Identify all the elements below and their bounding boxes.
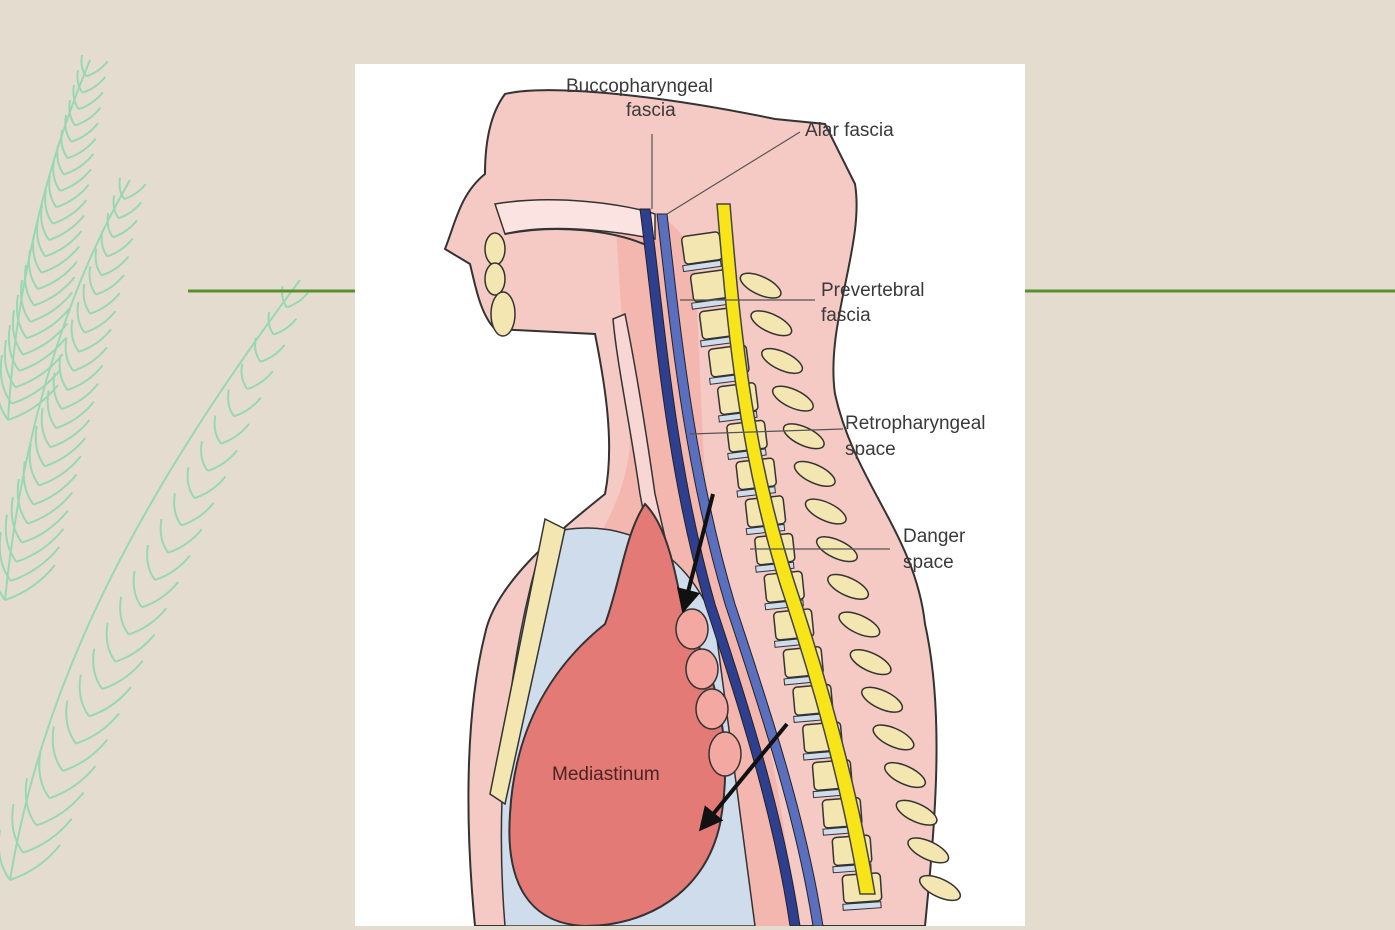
fern-leaf [120, 597, 128, 635]
fern-leaf [107, 239, 132, 257]
fern-leaf [255, 338, 260, 362]
label-prevertebral-line2: fascia [821, 305, 871, 326]
fern-leaf [102, 231, 108, 256]
fern-leaf [161, 519, 169, 553]
fern-leaf [124, 184, 145, 199]
label-retropharyngeal-line1: Retropharyngeal [845, 413, 985, 434]
label-alar-fascia: Alar fascia [805, 120, 894, 141]
fern-leaf [201, 441, 208, 471]
fern-leaf [119, 202, 142, 218]
fern-leaf [5, 565, 55, 600]
fern-leaf [90, 293, 120, 314]
fern-leaf [247, 371, 272, 389]
fern-leaf [228, 390, 234, 417]
label-danger-line1: Danger [903, 526, 966, 547]
fern-leaf [66, 337, 74, 371]
fern-leaf [208, 450, 238, 471]
fern-leaf [18, 479, 28, 524]
fern-leaf [102, 661, 142, 689]
fern-leaf [56, 402, 94, 428]
fern-leaf [84, 284, 91, 314]
fern-leaf [45, 438, 85, 466]
fern-leaf [174, 493, 181, 525]
fern-leaf [78, 302, 85, 333]
neck-spaces-diagram: Buccopharyngeal fascia Alar fascia Preve… [355, 64, 1025, 926]
fern-leaf [60, 355, 68, 390]
fern-leaf [142, 582, 178, 607]
fern-leaf [66, 700, 76, 743]
fern-leaf [195, 477, 226, 499]
fern-leaf [45, 190, 53, 224]
fern-leaf [49, 216, 84, 241]
label-prevertebral-line1: Prevertebral [821, 280, 925, 301]
fern-leaf [37, 220, 45, 256]
label-buccopharyngeal-line2: fascia [626, 100, 676, 121]
fern-leaf [41, 205, 49, 240]
fern-leaf [102, 257, 129, 276]
fern-leaf [80, 675, 89, 717]
fern-leaf [11, 547, 60, 581]
fern-leaf [96, 275, 124, 295]
fern-leaf [76, 713, 119, 743]
label-buccopharyngeal-line1: Buccopharyngeal [566, 76, 713, 97]
fern-leaf [181, 503, 213, 526]
fern-leaf [260, 345, 284, 362]
fern-leaf [96, 249, 102, 276]
fern-leaf [23, 819, 72, 853]
fern-leaf [83, 77, 106, 93]
vertebra-body [681, 231, 723, 264]
fern-leaf [23, 323, 68, 354]
fern-leaf [89, 687, 131, 716]
fern-leaf [242, 364, 248, 389]
fern-leaf [63, 740, 108, 771]
fern-leaf [134, 571, 142, 607]
fern-leaf [75, 108, 100, 126]
fern-leaf [113, 220, 137, 237]
fern-leaf [147, 545, 155, 580]
fern-leaf [50, 420, 89, 447]
fern-leaf [72, 320, 79, 352]
fern-leaf [168, 529, 202, 553]
fern-leaf [188, 467, 195, 498]
fern-leaf [0, 830, 10, 880]
label-danger-line2: space [903, 552, 954, 573]
fern-leaf [215, 415, 221, 443]
fern-decoration [0, 55, 308, 880]
fern-leaf [50, 766, 96, 798]
fern-leaf [93, 649, 102, 689]
fern-leaf [36, 792, 83, 825]
fern-leaf [234, 398, 261, 417]
label-retropharyngeal-line2: space [845, 439, 896, 460]
fern-leaf [53, 726, 63, 771]
anatomy-figure: Buccopharyngeal fascia Alar fascia Preve… [355, 64, 1025, 926]
fern-leaf [10, 845, 60, 880]
fern-leaf [62, 384, 98, 409]
label-mediastinum: Mediastinum [552, 764, 660, 785]
fern-leaf [45, 231, 81, 256]
fern-leaf [12, 804, 23, 853]
fern-leaf [274, 319, 297, 335]
fern-leaf [221, 424, 249, 444]
fern-leaf [107, 623, 116, 662]
fern-leaf [79, 92, 103, 109]
fern-leaf [129, 608, 167, 634]
fern-leaf [90, 266, 96, 294]
fern-leaf [115, 634, 154, 661]
fern-leaf [155, 556, 190, 581]
fern-leaf [39, 752, 49, 798]
